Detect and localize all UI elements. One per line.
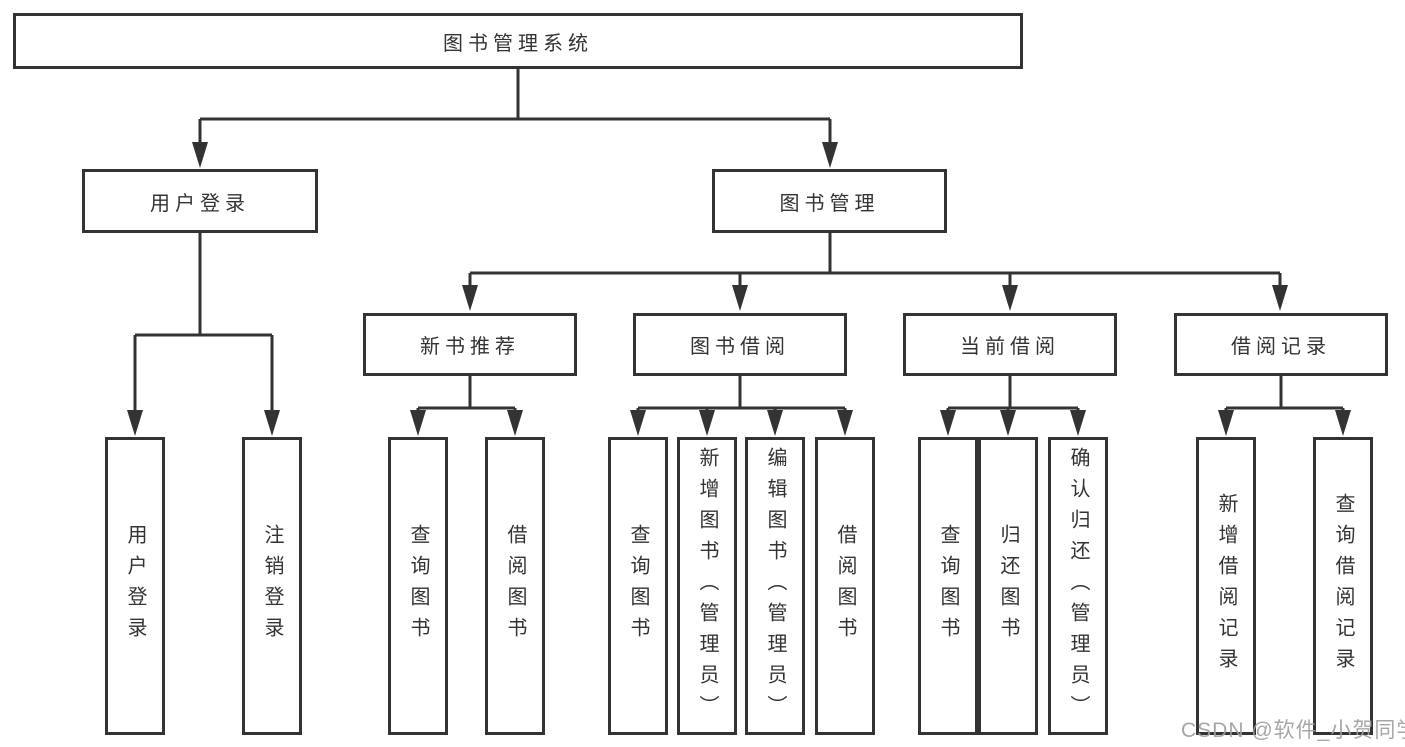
edge-root-to-level2 <box>198 69 832 142</box>
node-borrow-records: 借阅记录 <box>1174 313 1388 376</box>
node-leaf-query-books-3: 查询图书 <box>918 437 978 735</box>
node-new-book-recommend: 新书推荐 <box>363 313 577 376</box>
edge-userlogin-to-leaves <box>133 233 274 410</box>
edge-records-to-leaves <box>1224 375 1345 410</box>
arrow-down-icon <box>699 410 715 436</box>
arrow-down-icon <box>732 285 748 311</box>
node-leaf-borrow-books-2: 借阅图书 <box>815 437 875 735</box>
node-book-borrow: 图书借阅 <box>633 313 847 376</box>
node-leaf-logout: 注销登录 <box>242 437 302 735</box>
node-leaf-return-book: 归还图书 <box>978 437 1038 735</box>
arrow-down-icon <box>462 285 478 311</box>
edge-current-to-leaves <box>946 375 1080 410</box>
arrow-down-icon <box>630 410 646 436</box>
arrow-down-icon <box>1272 285 1288 311</box>
edge-bookmgmt-to-level3 <box>468 233 1282 285</box>
arrow-down-icon <box>1335 410 1351 436</box>
arrow-down-icon <box>264 410 280 436</box>
node-leaf-edit-book-admin: 编辑图书（管理员） <box>745 437 805 735</box>
node-leaf-borrow-books-1: 借阅图书 <box>485 437 545 735</box>
node-leaf-query-books-1: 查询图书 <box>388 437 448 735</box>
arrow-down-icon <box>1218 410 1234 436</box>
arrow-down-icon <box>822 142 838 168</box>
arrow-down-icon <box>837 410 853 436</box>
arrow-down-icon <box>940 410 956 436</box>
arrow-down-icon <box>1000 410 1016 436</box>
node-leaf-add-borrow-record: 新增借阅记录 <box>1196 437 1256 735</box>
arrow-down-icon <box>127 410 143 436</box>
arrow-down-icon <box>507 410 523 436</box>
edge-newbook-to-leaves <box>416 375 517 410</box>
node-current-borrow: 当前借阅 <box>903 313 1117 376</box>
node-user-login: 用户登录 <box>82 169 318 233</box>
node-leaf-user-login: 用户登录 <box>105 437 165 735</box>
node-root-system: 图书管理系统 <box>13 13 1023 69</box>
node-leaf-query-borrow-record: 查询借阅记录 <box>1313 437 1373 735</box>
arrow-down-icon <box>192 142 208 168</box>
node-leaf-add-book-admin: 新增图书（管理员） <box>677 437 737 735</box>
arrow-down-icon <box>1070 410 1086 436</box>
node-leaf-confirm-return-admin: 确认归还（管理员） <box>1048 437 1108 735</box>
node-book-management: 图书管理 <box>712 169 947 233</box>
arrowheads <box>127 142 1351 436</box>
csdn-watermark: CSDN @软件_小贺同学 <box>1181 719 1405 742</box>
arrow-down-icon <box>1002 285 1018 311</box>
edge-borrow-to-leaves <box>636 375 847 410</box>
node-leaf-query-books-2: 查询图书 <box>608 437 668 735</box>
arrow-down-icon <box>767 410 783 436</box>
arrow-down-icon <box>410 410 426 436</box>
